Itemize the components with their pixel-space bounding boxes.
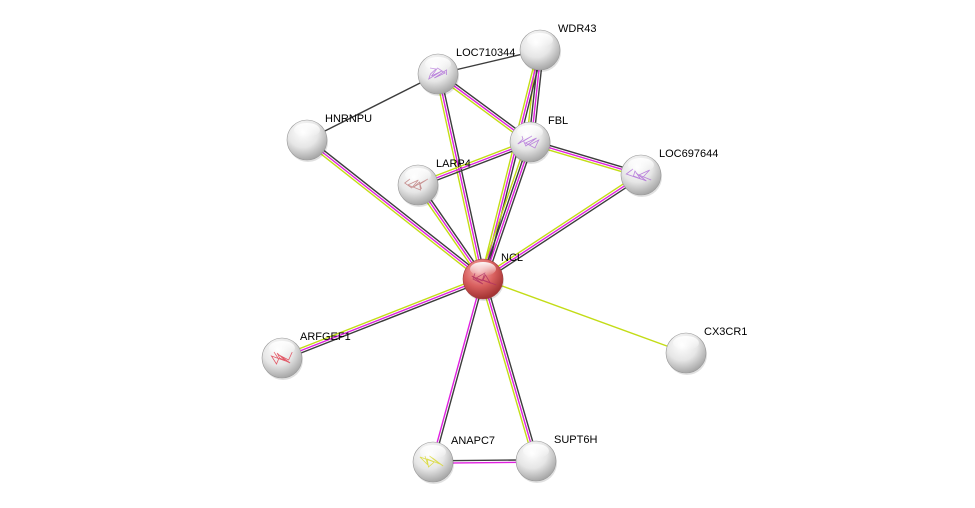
- node-loc710344[interactable]: LOC710344: [417, 47, 515, 96]
- protein-structure-icon: [517, 135, 540, 149]
- node-highlight: [517, 125, 543, 139]
- edge-evidence-textmining: [482, 278, 687, 354]
- node-highlight: [420, 445, 446, 459]
- edge-evidence-coexpression: [481, 141, 530, 279]
- edge-evidence-coexpression: [485, 142, 534, 281]
- protein-structure-icon: [428, 67, 447, 80]
- node-highlight: [425, 57, 451, 71]
- edge-evidence-coexpression: [306, 73, 439, 141]
- edge-loc710344-hnrnpu[interactable]: [306, 73, 439, 141]
- edge-evidence-textmining: [435, 74, 482, 280]
- node-fbl[interactable]: FBL: [509, 115, 568, 164]
- node-larp4[interactable]: LARP4: [397, 158, 471, 207]
- protein-structure-icon: [419, 455, 444, 468]
- node-label: LOC697644: [659, 148, 718, 160]
- edge-hnrnpu-ncl[interactable]: [305, 137, 485, 282]
- edge-ncl-anapc7[interactable]: [431, 278, 485, 463]
- edge-evidence-textmining: [481, 172, 641, 278]
- node-label: LARP4: [436, 158, 471, 170]
- node-highlight: [405, 168, 431, 182]
- node-anapc7[interactable]: ANAPC7: [412, 435, 495, 484]
- edge-loc697644-ncl[interactable]: [481, 172, 643, 282]
- edges-layer: [280, 49, 687, 464]
- edge-evidence-textmining: [280, 276, 483, 357]
- edge-evidence-textmining: [480, 49, 539, 279]
- edge-evidence-experiments: [306, 139, 484, 280]
- edge-evidence-experiments: [431, 278, 483, 462]
- edge-evidence-experiments: [482, 174, 642, 280]
- edge-evidence-coexpression: [307, 137, 485, 278]
- node-highlight: [527, 33, 553, 47]
- node-label: CX3CR1: [704, 326, 747, 338]
- edge-evidence-coexpression: [439, 73, 486, 279]
- edge-ncl-cx3cr1[interactable]: [482, 278, 687, 354]
- edge-ncl-arfgef1[interactable]: [280, 276, 485, 361]
- node-highlight: [673, 336, 699, 350]
- node-label: NCL: [501, 252, 523, 264]
- edge-evidence-textmining: [480, 279, 535, 462]
- edge-evidence-coexpression: [433, 279, 485, 463]
- edge-evidence-experiments: [482, 278, 537, 462]
- node-arfgef1[interactable]: ARFGEF1: [261, 331, 351, 380]
- node-highlight: [523, 444, 549, 458]
- edge-evidence-coexpression: [483, 176, 643, 282]
- node-highlight: [628, 158, 654, 172]
- node-cx3cr1[interactable]: CX3CR1: [665, 326, 747, 375]
- edge-evidence-coexpression: [282, 280, 485, 361]
- edge-evidence-textmining: [305, 141, 483, 282]
- edge-ncl-supt6h[interactable]: [480, 278, 539, 462]
- node-highlight: [269, 341, 295, 355]
- node-loc697644[interactable]: LOC697644: [620, 148, 718, 197]
- node-label: ARFGEF1: [300, 331, 351, 343]
- edge-loc710344-ncl[interactable]: [435, 73, 486, 280]
- edge-evidence-coexpression: [484, 278, 539, 461]
- node-label: SUPT6H: [554, 434, 597, 446]
- node-ncl[interactable]: NCL: [462, 252, 523, 301]
- node-highlight: [294, 123, 320, 137]
- edge-evidence-experiments: [437, 73, 484, 280]
- edge-evidence-experiments: [281, 278, 484, 359]
- node-hnrnpu[interactable]: HNRNPU: [286, 113, 372, 162]
- protein-structure-icon: [625, 168, 652, 182]
- edge-evidence-experiments: [483, 142, 532, 280]
- node-wdr43[interactable]: WDR43: [519, 23, 597, 72]
- node-label: HNRNPU: [325, 113, 372, 125]
- node-label: LOC710344: [456, 47, 515, 59]
- node-label: ANAPC7: [451, 435, 495, 447]
- node-supt6h[interactable]: SUPT6H: [515, 434, 597, 483]
- node-label: WDR43: [558, 23, 597, 35]
- edge-evidence-textmining: [479, 140, 528, 279]
- edge-fbl-ncl[interactable]: [479, 140, 534, 281]
- node-label: FBL: [548, 115, 568, 127]
- node-highlight: [470, 262, 496, 276]
